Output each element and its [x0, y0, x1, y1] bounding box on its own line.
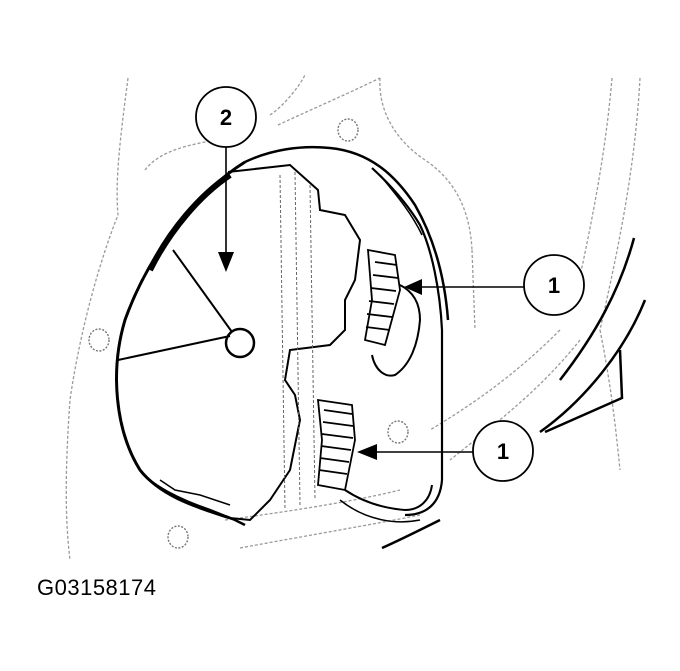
module-housing — [115, 145, 450, 527]
callout-2-label: 2 — [220, 105, 232, 130]
callout-1-upper: 1 — [404, 254, 585, 316]
callout-2: 2 — [195, 86, 257, 272]
arrow-down-icon — [218, 252, 234, 272]
callout-1-lower-label: 1 — [497, 439, 509, 464]
mounting-holes — [88, 118, 409, 549]
arrow-left-icon — [404, 279, 422, 295]
arrow-left-icon — [357, 444, 377, 460]
mounting-hole-left — [88, 328, 110, 352]
figure-id-label: G03158174 — [37, 575, 157, 600]
mounting-hole-top — [337, 118, 359, 142]
mounting-hole-right — [387, 420, 409, 444]
callout-1-lower: 1 — [357, 420, 534, 482]
callout-1-upper-label: 1 — [548, 273, 560, 298]
door-panel-contours — [65, 74, 641, 561]
mounting-hole-bottom — [167, 525, 189, 549]
module-center-boss — [224, 327, 256, 359]
door-edge — [381, 237, 647, 550]
upper-connector — [363, 167, 444, 517]
lower-connector — [316, 398, 433, 523]
